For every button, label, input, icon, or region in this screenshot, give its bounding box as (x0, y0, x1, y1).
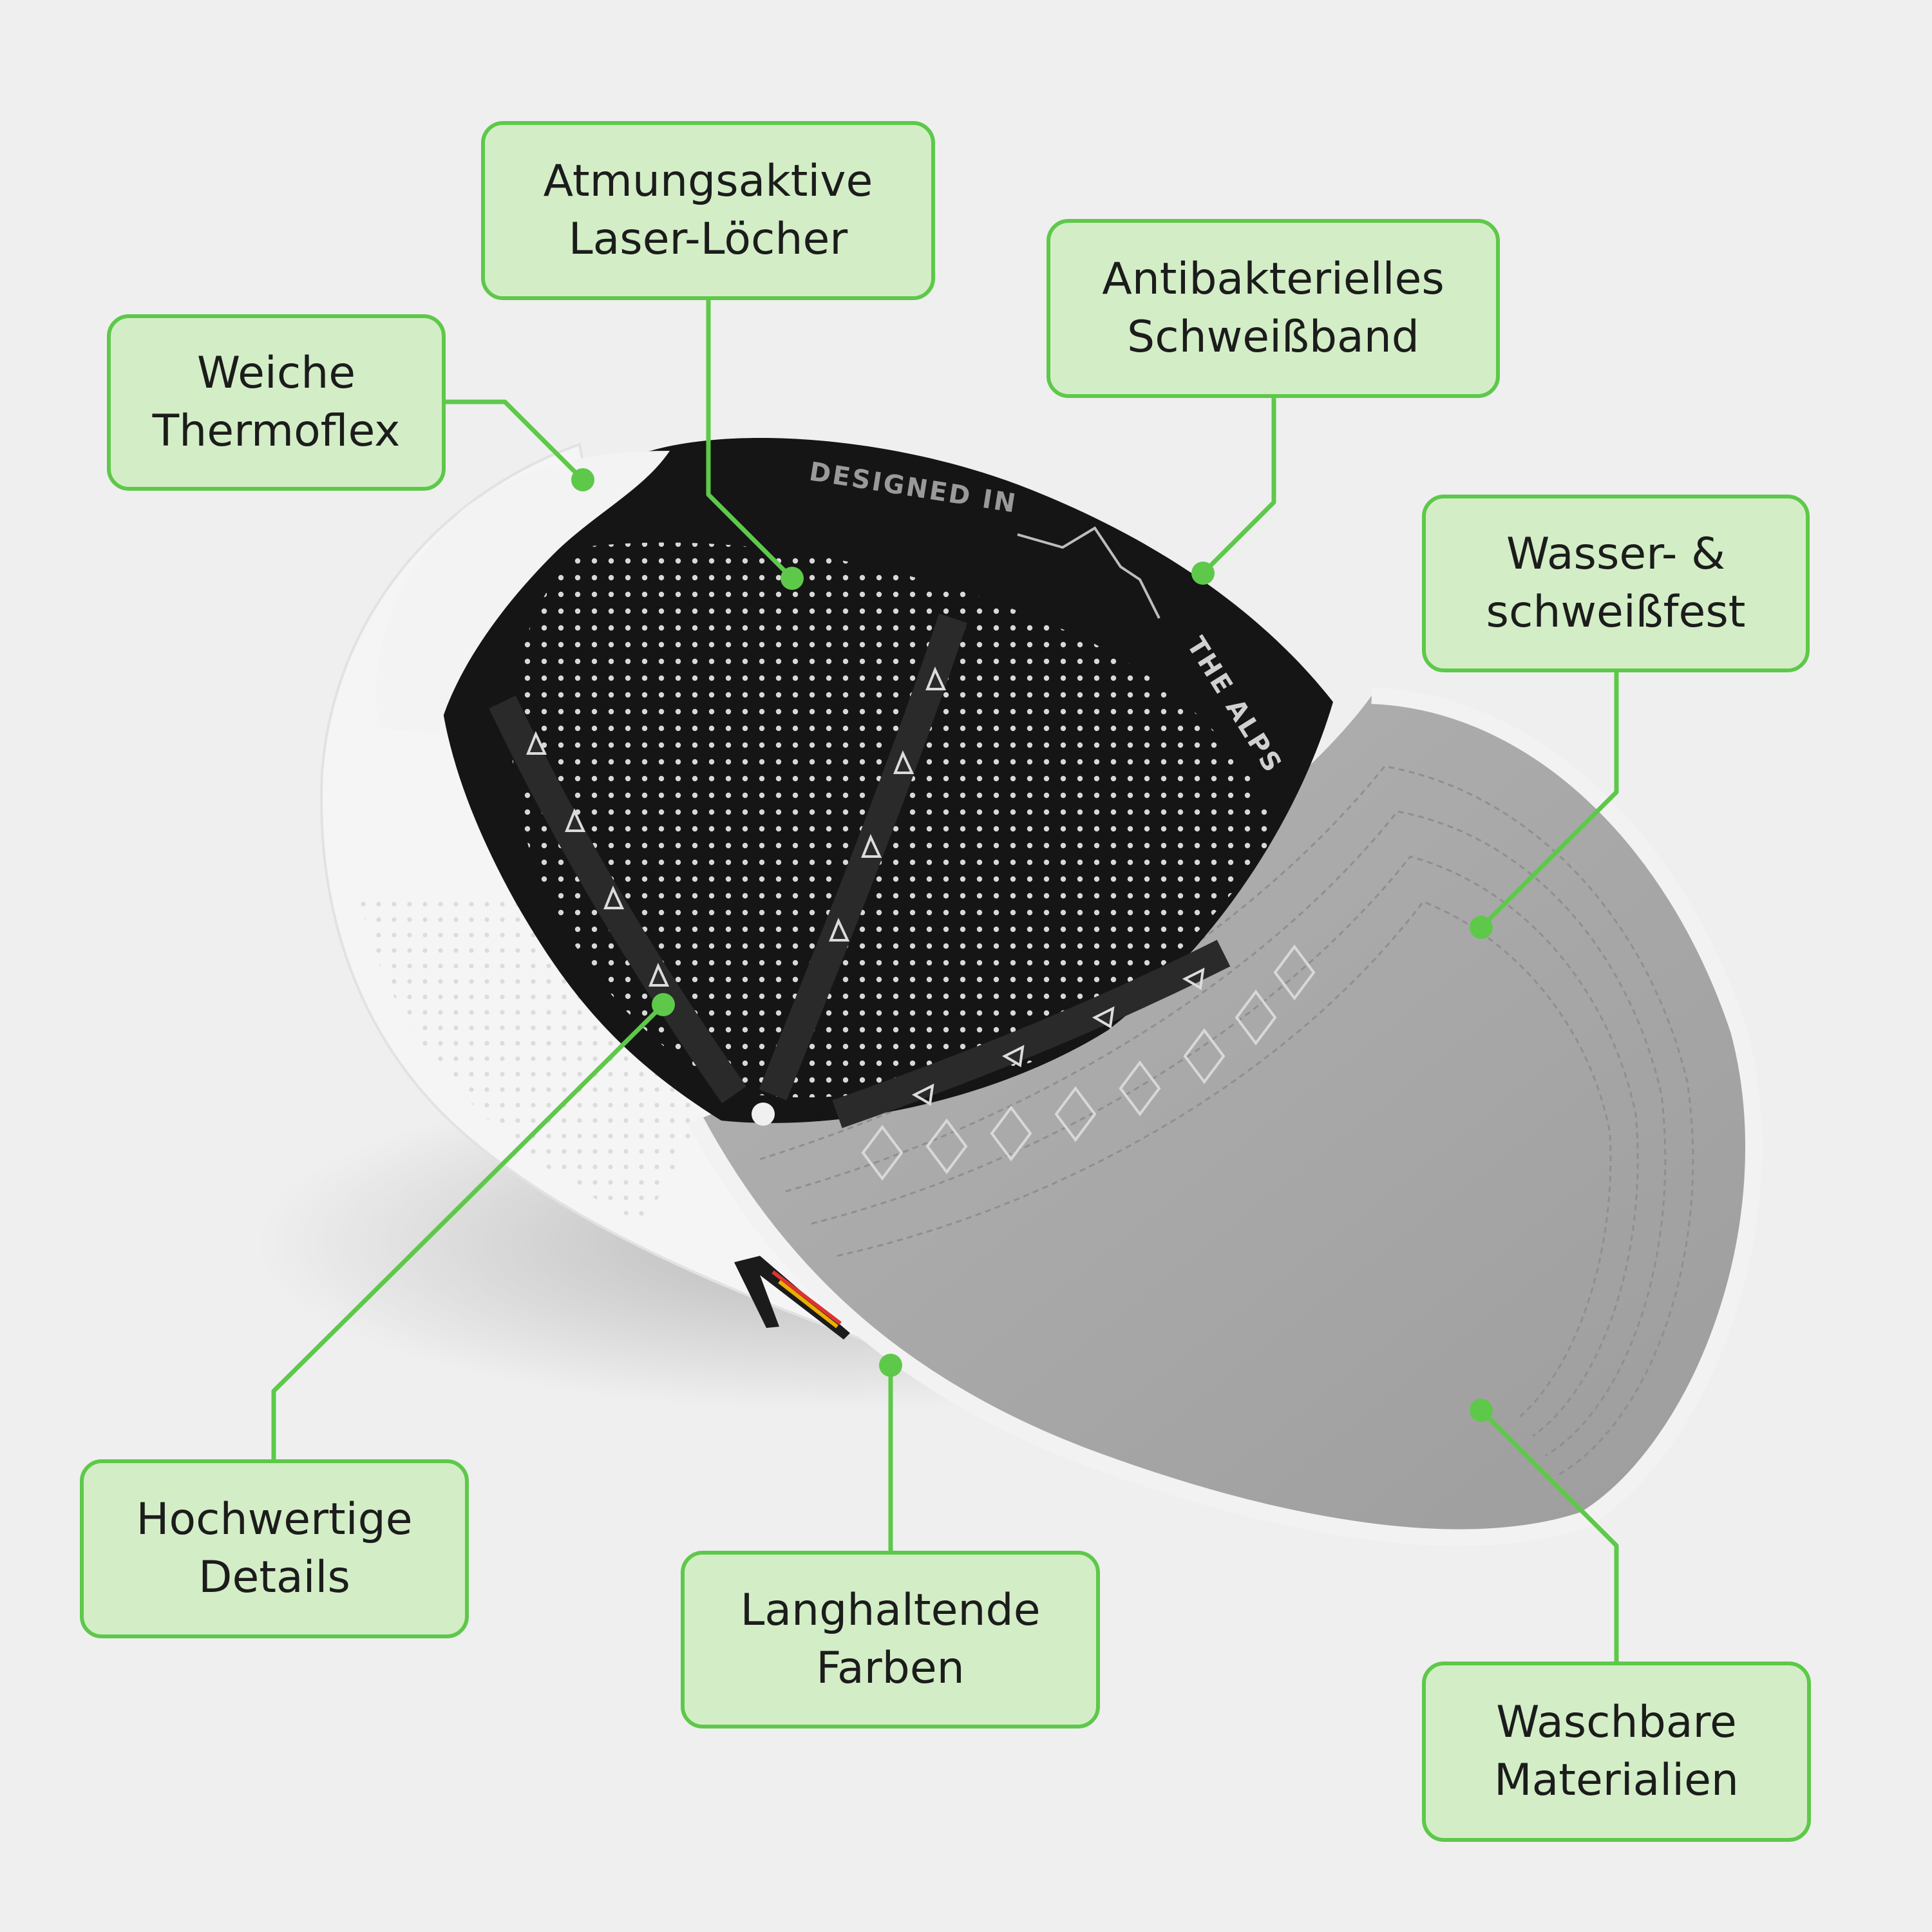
callout-sweatband-line2: Schweißband (1127, 312, 1419, 363)
callout-washable-line1: Waschbare (1496, 1697, 1737, 1748)
brim-stitching (759, 765, 1694, 1476)
callout-details-line1: Hochwertige (136, 1494, 413, 1545)
cap-brim-edge (688, 687, 1763, 1546)
callout-thermoflex-line1: Weiche (196, 348, 356, 399)
callout-colors-line2: Farben (816, 1643, 965, 1694)
brand-logo-icon (734, 1256, 850, 1340)
callout-sweatband: Antibakterielles Schweißband (1046, 219, 1500, 398)
callout-laser-holes: Atmungsaktive Laser-Löcher (481, 121, 935, 300)
callout-details: Hochwertige Details (80, 1459, 469, 1638)
callout-water-resistant: Wasser- & schweißfest (1422, 495, 1810, 672)
callout-colors-line1: Langhaltende (740, 1585, 1041, 1636)
cap-brim (696, 696, 1754, 1538)
callout-thermoflex: Weiche Thermoflex (107, 314, 446, 491)
callout-thermoflex-line2: Thermoflex (152, 406, 401, 457)
callout-details-line2: Details (198, 1552, 350, 1603)
callout-washable: Waschbare Materialien (1422, 1662, 1811, 1842)
callout-laser-holes-line1: Atmungsaktive (543, 156, 873, 207)
cap-seam-tapes (489, 613, 1231, 1128)
callout-water-resistant-line1: Wasser- & (1506, 529, 1726, 580)
callout-colors: Langhaltende Farben (681, 1551, 1100, 1728)
leader-lines (271, 300, 1619, 1662)
leader-endpoints (571, 468, 1493, 1422)
callout-laser-holes-line2: Laser-Löcher (568, 214, 848, 265)
sweatband-star-pattern (861, 944, 1316, 1181)
callout-water-resistant-line2: schweißfest (1486, 587, 1746, 638)
cap-back-strap-opening (375, 451, 670, 734)
cap-crown-perforated-panel (361, 889, 708, 1224)
callout-sweatband-line1: Antibakterielles (1102, 254, 1444, 305)
callout-washable-line2: Materialien (1493, 1755, 1739, 1806)
sweatband-mountain-outline (1017, 526, 1160, 619)
